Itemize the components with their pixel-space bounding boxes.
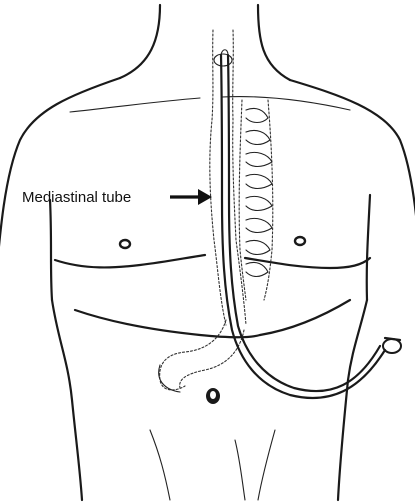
abdomen-line-right xyxy=(258,430,275,500)
vertebra-3 xyxy=(246,152,272,166)
navel-highlight xyxy=(210,391,216,399)
shoulder-left xyxy=(0,78,120,290)
vertebra-6 xyxy=(246,218,272,232)
nipples xyxy=(120,237,305,248)
neck-right xyxy=(258,5,290,80)
vertebra-8 xyxy=(246,262,268,276)
vertebra-5 xyxy=(246,196,272,210)
vertebra-1 xyxy=(246,108,268,122)
mediastinal-tube xyxy=(221,50,401,398)
abdominal-lines xyxy=(150,430,275,500)
nipple-right xyxy=(295,237,305,245)
stomach-lower xyxy=(159,365,180,392)
abdomen-line-mid xyxy=(235,440,245,500)
neck-left xyxy=(120,5,160,78)
armpit-right xyxy=(367,195,370,300)
tube-connector xyxy=(383,339,401,353)
abdomen-line-left xyxy=(150,430,170,500)
vertebra-7 xyxy=(246,240,270,254)
chest-lines xyxy=(55,255,370,337)
armpit-left xyxy=(50,200,52,300)
vertebra-4 xyxy=(246,174,272,188)
torso-outline xyxy=(0,5,415,500)
rib-arc-right xyxy=(260,300,350,335)
annotation-label: Mediastinal tube xyxy=(22,189,131,206)
waist-left xyxy=(52,300,82,500)
spine-right xyxy=(264,100,273,300)
waist-right xyxy=(338,300,367,500)
clavicle-left xyxy=(70,98,200,112)
trachea-top xyxy=(214,54,232,66)
esophagus-left-wall xyxy=(210,30,226,325)
shoulder-right xyxy=(290,80,415,270)
vertebra-2 xyxy=(246,130,270,144)
vertebral-column xyxy=(239,100,273,300)
clavicles xyxy=(70,97,350,112)
nipple-left xyxy=(120,240,130,248)
annotation: Mediastinal tube xyxy=(22,189,212,206)
pectoral-left xyxy=(55,255,205,267)
